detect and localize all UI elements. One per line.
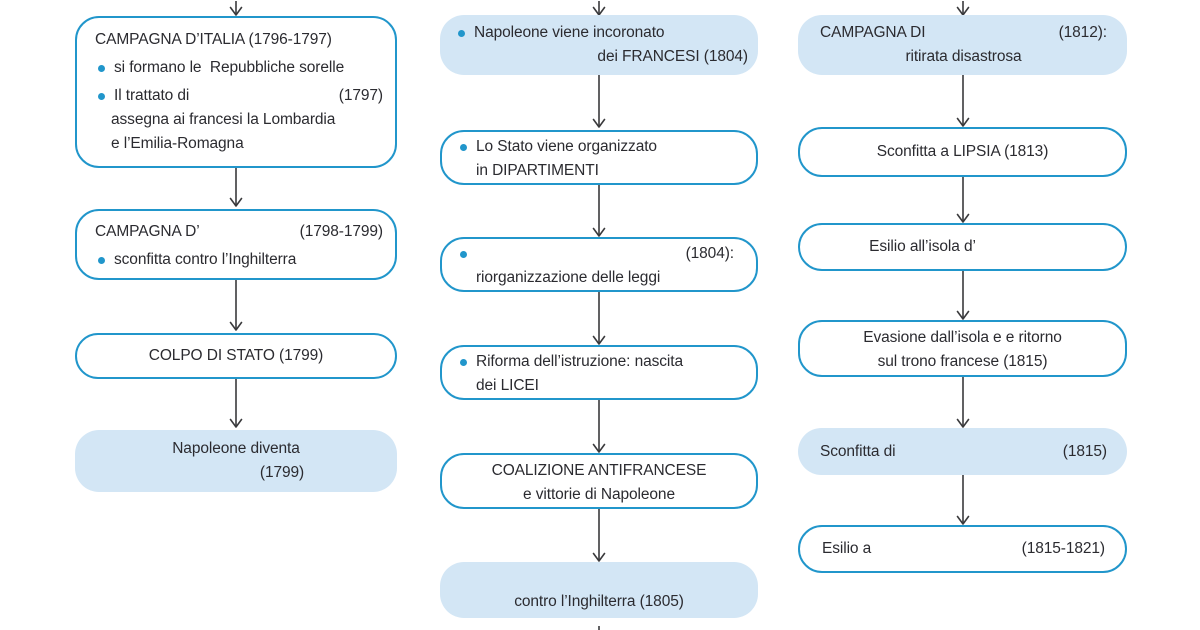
box-esilio-finale: Esilio a (1815-1821) <box>798 525 1127 573</box>
bullet-item: si formano le Repubbliche sorelle <box>95 56 383 80</box>
box-text: Esilio a (1815-1821) <box>822 537 1105 561</box>
box-campagna-di: CAMPAGNA DI (1812): ritirata disastrosa <box>798 15 1127 75</box>
arrow-down-icon <box>591 292 607 345</box>
bullet-icon <box>460 143 467 151</box>
year-label: (1815) <box>1062 442 1107 460</box>
box-text: Napoleone diventa <box>172 440 300 457</box>
arrow-down-icon <box>228 379 244 428</box>
connector-line <box>591 620 607 630</box>
arrow-down-icon <box>955 75 971 127</box>
box-riforma: Riforma dell’istruzione: nascita dei LIC… <box>440 345 758 400</box>
bullet-text: Riforma dell’istruzione: nascita <box>476 353 683 370</box>
arrow-down-icon <box>591 400 607 453</box>
box-title: CAMPAGNA D’ (1798-1799) <box>95 220 383 244</box>
arrow-down-icon <box>591 0 607 16</box>
arrow-down-icon <box>228 168 244 207</box>
blank-line <box>450 566 748 590</box>
box-incoronazione: Napoleone viene incoronato dei FRANCESI … <box>440 15 758 75</box>
box-text: dei FRANCESI (1804) <box>597 48 748 65</box>
box-text: e vittorie di Napoleone <box>523 486 675 503</box>
bullet-continuation: assegna ai francesi la Lombardia <box>111 111 336 128</box>
box-text: COLPO DI STATO (1799) <box>148 347 324 364</box>
box-lipsia: Sconfitta a LIPSIA (1813) <box>798 127 1127 177</box>
bullet-text: sconfitta contro l’Inghilterra <box>114 251 297 268</box>
box-text: COALIZIONE ANTIFRANCESE <box>491 462 707 479</box>
box-text: contro l’Inghilterra (1805) <box>514 593 684 610</box>
bullet-item: Napoleone viene incoronato <box>458 21 748 45</box>
box-title: CAMPAGNA D’ITALIA (1796-1797) <box>95 31 332 48</box>
box-campagna-italia: CAMPAGNA D’ITALIA (1796-1797) si formano… <box>75 16 397 168</box>
year-label: (1798-1799) <box>299 223 383 240</box>
year-label: (1812): <box>1058 24 1108 41</box>
box-blocco: contro l’Inghilterra (1805) <box>440 562 758 618</box>
arrow-down-icon <box>228 280 244 331</box>
box-napoleone-diventa: Napoleone diventa (1799) <box>75 430 397 492</box>
arrow-down-icon <box>955 271 971 320</box>
year-label: (1804): <box>685 245 735 262</box>
year-label: (1799) <box>259 464 305 481</box>
box-text: sul trono francese (1815) <box>877 353 1048 370</box>
year-label: (1815-1821) <box>1021 540 1105 557</box>
arrow-down-icon <box>591 185 607 237</box>
arrow-down-icon <box>955 377 971 428</box>
bullet-continuation: dei LICEI <box>476 377 539 394</box>
arrow-down-icon <box>955 177 971 223</box>
bullet-text: Lo Stato viene organizzato <box>476 138 657 155</box>
bullet-continuation: e l’Emilia-Romagna <box>111 135 244 152</box>
bullet-item: Il trattato di (1797) <box>95 84 383 108</box>
bullet-text: Napoleone viene incoronato <box>474 24 665 41</box>
bullet-icon <box>460 250 467 258</box>
box-text: ritirata disastrosa <box>905 48 1022 65</box>
bullet-icon <box>98 256 105 264</box>
bullet-item: Riforma dell’istruzione: nascita <box>460 350 746 374</box>
box-esilio-isola: Esilio all’isola d’ <box>798 223 1127 271</box>
bullet-icon <box>98 92 105 100</box>
box-title: CAMPAGNA DI (1812): <box>820 21 1107 45</box>
arrow-down-icon <box>591 75 607 128</box>
box-sconfitta-di: Sconfitta di (1815) <box>798 428 1127 475</box>
box-coalizione: COALIZIONE ANTIFRANCESE e vittorie di Na… <box>440 453 758 509</box>
box-text: Esilio all’isola d’ <box>869 238 976 255</box>
bullet-item: (1804): <box>460 242 734 266</box>
bullet-item: Lo Stato viene organizzato <box>460 135 746 159</box>
box-campagna-blank: CAMPAGNA D’ (1798-1799) sconfitta contro… <box>75 209 397 280</box>
bullet-text: Il trattato di <box>114 87 190 104</box>
bullet-item: sconfitta contro l’Inghilterra <box>95 248 383 272</box>
bullet-icon <box>458 29 465 37</box>
arrow-down-icon <box>228 0 244 16</box>
bullet-text: si formano le Repubbliche sorelle <box>114 59 345 76</box>
arrow-down-icon <box>955 0 971 16</box>
box-text: Evasione dall’isola e e ritorno <box>863 329 1062 346</box>
box-evasione: Evasione dall’isola e e ritorno sul tron… <box>798 320 1127 377</box>
box-text: Sconfitta a LIPSIA (1813) <box>876 143 1049 160</box>
bullet-icon <box>460 358 467 366</box>
box-colpo-di-stato: COLPO DI STATO (1799) <box>75 333 397 379</box>
bullet-icon <box>98 64 105 72</box>
box-text: Sconfitta di (1815) <box>820 440 1107 464</box>
box-dipartimenti: Lo Stato viene organizzato in DIPARTIMEN… <box>440 130 758 185</box>
box-codice: (1804): riorganizzazione delle leggi <box>440 237 758 292</box>
bullet-continuation: in DIPARTIMENTI <box>476 162 599 179</box>
bullet-continuation: riorganizzazione delle leggi <box>476 269 661 286</box>
year-label: (1797) <box>338 87 383 104</box>
arrow-down-icon <box>591 509 607 562</box>
arrow-down-icon <box>955 475 971 525</box>
